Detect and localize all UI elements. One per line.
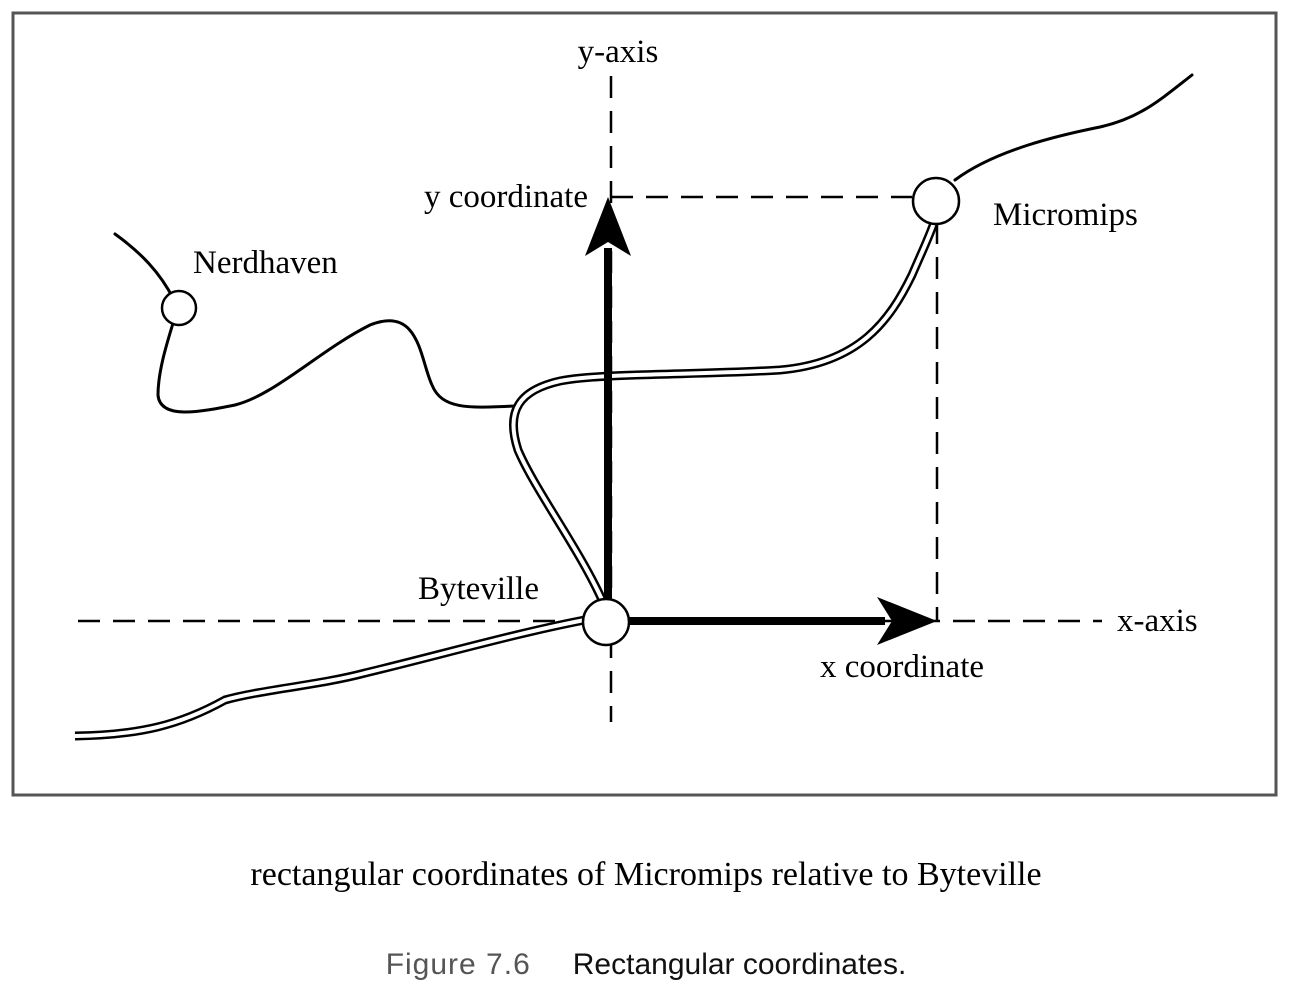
figure-caption: Figure 7.6 Rectangular coordinates. — [0, 948, 1292, 982]
x-coordinate-arrow — [628, 597, 937, 645]
x-axis-label: x-axis — [1117, 603, 1198, 639]
micromips-label: Micromips — [993, 197, 1138, 233]
micromips-road — [953, 73, 1194, 182]
nerdhaven-marker — [160, 289, 198, 327]
y-axis-label: y-axis — [578, 34, 659, 70]
nerdhaven-label: Nerdhaven — [193, 245, 338, 281]
figure-number: Figure 7.6 — [385, 948, 531, 981]
byteville-marker — [581, 597, 631, 647]
figure-title: Rectangular coordinates. — [572, 948, 907, 981]
highway — [74, 218, 940, 741]
byteville-label: Byteville — [418, 571, 539, 607]
figure-frame — [11, 11, 1278, 797]
y-coordinate-arrow — [585, 197, 631, 600]
micromips-marker — [911, 176, 961, 226]
diagram-caption: rectangular coordinates of Micromips rel… — [250, 856, 1042, 893]
nerdhaven-road — [113, 232, 517, 414]
x-coordinate-label: x coordinate — [820, 649, 984, 685]
y-coordinate-label: y coordinate — [424, 179, 588, 215]
